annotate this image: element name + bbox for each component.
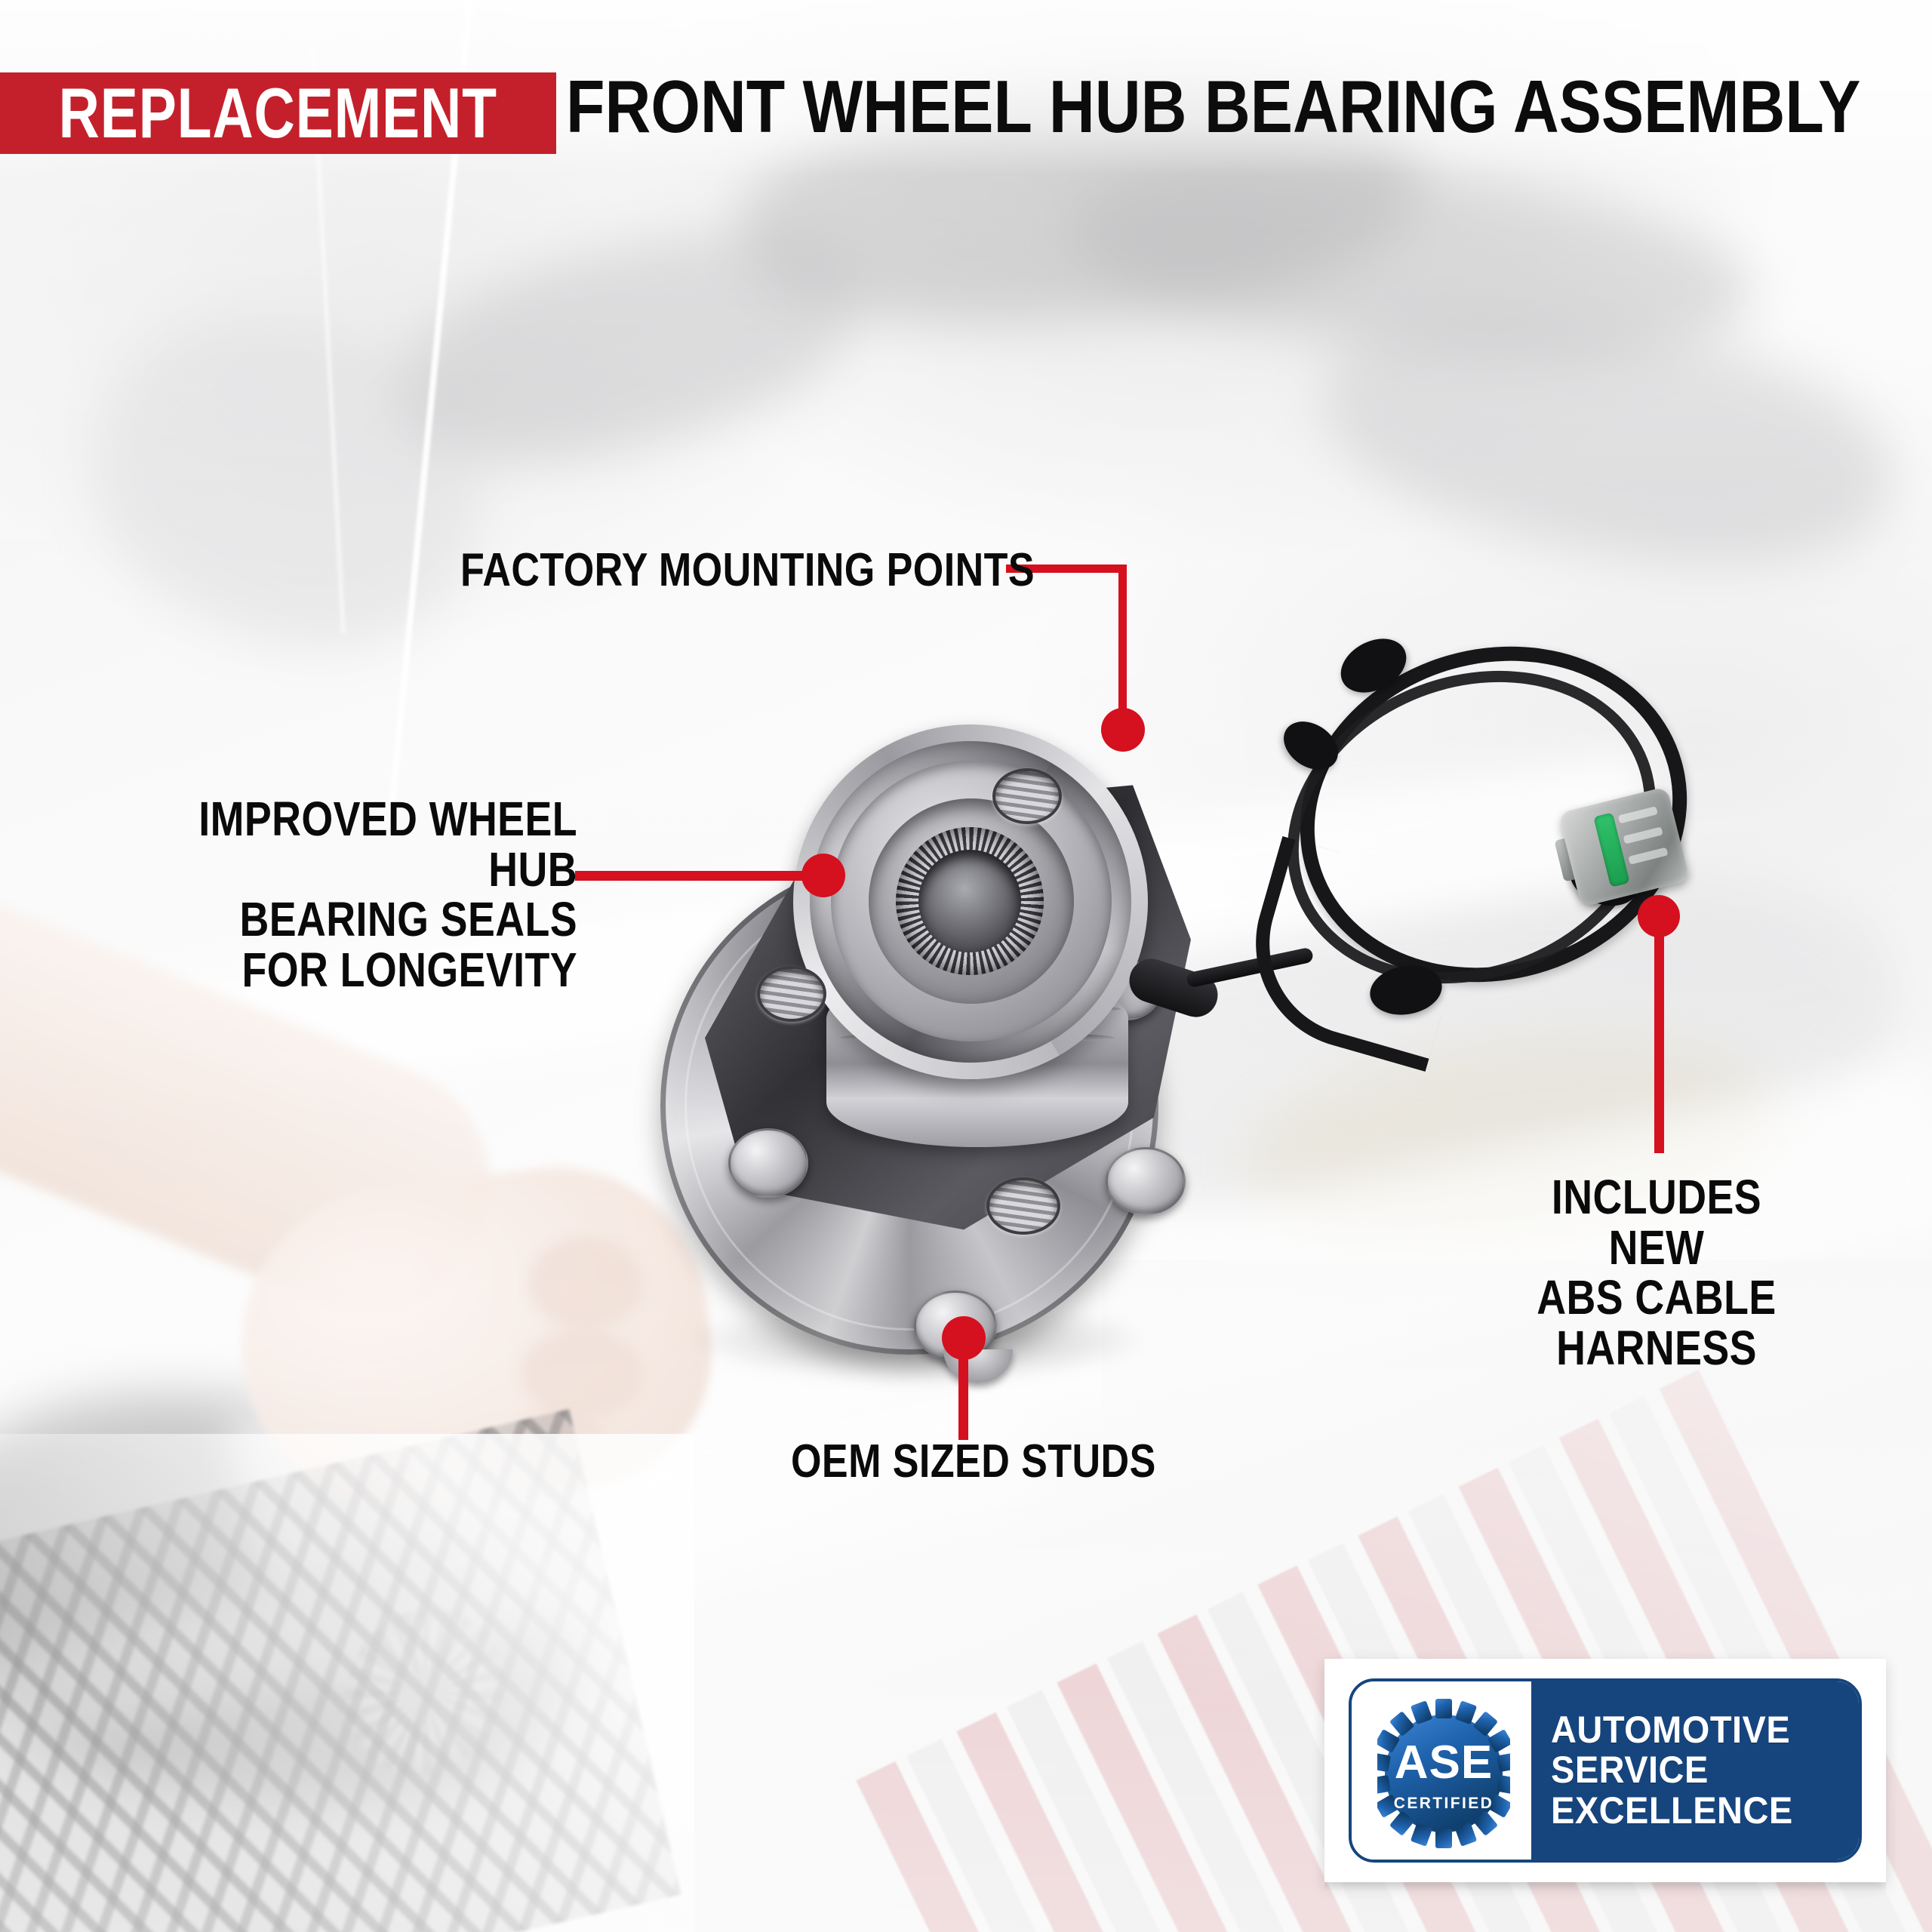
callout-factory-mounting-points: FACTORY MOUNTING POINTS bbox=[460, 546, 1144, 595]
callout-line: BEARING SEALS bbox=[239, 892, 577, 947]
ase-line: SERVICE bbox=[1551, 1749, 1709, 1792]
callout-line: FOR LONGEVITY bbox=[242, 942, 577, 997]
pointer-dot-oem-studs bbox=[942, 1316, 986, 1360]
replacement-badge-label: REPLACEMENT bbox=[58, 73, 498, 152]
ase-gear-icon: ASE CERTIFIED bbox=[1377, 1692, 1510, 1855]
pointer-line-oem-studs bbox=[958, 1351, 968, 1440]
callout-improved-bearing-seals: IMPROVED WHEEL HUB BEARING SEALS FOR LON… bbox=[106, 794, 577, 995]
wheel-stud bbox=[728, 1128, 808, 1198]
ase-certified-badge: ASE CERTIFIED AUTOMOTIVE SERVICE EXCELLE… bbox=[1324, 1659, 1886, 1882]
ase-panel: ASE CERTIFIED AUTOMOTIVE SERVICE EXCELLE… bbox=[1349, 1678, 1862, 1863]
wheel-hub-bearing-assembly bbox=[645, 679, 1340, 1383]
factory-mounting-point bbox=[757, 966, 826, 1022]
callout-line: HARNESS bbox=[1556, 1320, 1757, 1375]
callout-line: IMPROVED WHEEL HUB bbox=[198, 792, 577, 897]
callout-line: INCLUDES NEW bbox=[1551, 1170, 1762, 1275]
header: REPLACEMENT FRONT WHEEL HUB BEARING ASSE… bbox=[0, 0, 1932, 175]
abs-cable-harness bbox=[1231, 601, 1849, 1072]
wheel-stud bbox=[1106, 1147, 1186, 1215]
ase-mark-area: ASE CERTIFIED bbox=[1352, 1681, 1531, 1860]
replacement-badge: REPLACEMENT bbox=[0, 72, 556, 154]
callout-line: ABS CABLE bbox=[1537, 1270, 1777, 1325]
ase-line: EXCELLENCE bbox=[1551, 1789, 1793, 1832]
pointer-dot-bearing-seals bbox=[801, 854, 845, 897]
ase-mark-text: ASE bbox=[1395, 1737, 1493, 1789]
callout-includes-abs-harness: INCLUDES NEW ABS CABLE HARNESS bbox=[1468, 1172, 1845, 1373]
pointer-dot-factory-mounting-points bbox=[1101, 708, 1145, 752]
page-title: FRONT WHEEL HUB BEARING ASSEMBLY bbox=[566, 65, 1861, 148]
pointer-line-abs-harness bbox=[1654, 913, 1664, 1153]
pointer-dot-abs-harness bbox=[1638, 895, 1680, 937]
ase-mark-subtext: CERTIFIED bbox=[1394, 1795, 1494, 1812]
ase-line: AUTOMOTIVE bbox=[1551, 1708, 1791, 1751]
ase-text-area: AUTOMOTIVE SERVICE EXCELLENCE bbox=[1531, 1681, 1859, 1860]
pointer-line-bearing-seals bbox=[575, 871, 824, 881]
callout-line: FACTORY MOUNTING POINTS bbox=[460, 544, 1035, 596]
pointer-line-factory-mounting-points bbox=[1006, 565, 1127, 573]
callout-line: OEM SIZED STUDS bbox=[791, 1435, 1156, 1487]
factory-mounting-point bbox=[986, 1177, 1060, 1235]
pointer-line-factory-mounting-points bbox=[1118, 565, 1127, 732]
spline-bore bbox=[918, 850, 1021, 952]
factory-mounting-point bbox=[992, 768, 1062, 824]
callout-oem-sized-studs: OEM SIZED STUDS bbox=[791, 1435, 1226, 1487]
